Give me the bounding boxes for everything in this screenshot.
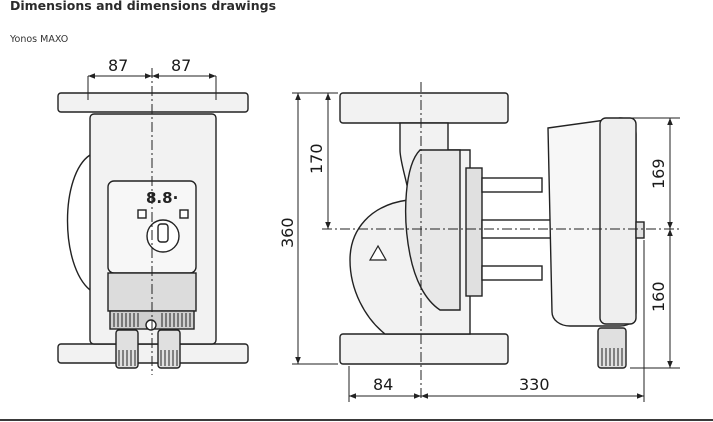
motor-flange — [465, 167, 483, 297]
product-name: Yonos MAXO — [10, 34, 69, 45]
front-bottom-flange — [57, 343, 249, 364]
terminal-teeth — [113, 313, 191, 327]
side-bottom-flange — [339, 333, 509, 365]
front-top-flange — [57, 92, 249, 113]
motor-cover — [599, 117, 637, 325]
bolt-top — [481, 177, 543, 193]
lcd-display: 8.8· — [146, 189, 178, 207]
dim-170: 170 — [307, 143, 326, 174]
cable-gland-icon — [157, 329, 181, 369]
front-width-dimension — [87, 73, 217, 100]
side-top-flange — [339, 92, 509, 124]
dim-330: 330 — [519, 375, 550, 394]
dim-87-right: 87 — [171, 56, 191, 75]
mode-left-icon — [137, 209, 147, 219]
dim-84: 84 — [373, 375, 393, 394]
screw-icon — [145, 319, 157, 331]
bolt-bottom — [481, 265, 543, 281]
front-view — [57, 92, 249, 369]
cable-gland-icon — [597, 327, 627, 369]
bottom-divider — [0, 419, 713, 421]
side-gland-ribs — [601, 348, 623, 366]
dim-87-left: 87 — [108, 56, 128, 75]
dim-169: 169 — [649, 158, 668, 189]
cable-gland-icon — [115, 329, 139, 369]
dim-160: 160 — [649, 281, 668, 312]
front-volute — [66, 154, 91, 291]
side-view — [339, 92, 645, 369]
mode-right-icon — [179, 209, 189, 219]
gland-ribs — [118, 350, 178, 366]
volute — [404, 149, 461, 311]
warning-triangle-icon — [368, 244, 388, 261]
shaft-cap — [635, 221, 645, 239]
knob-pointer — [157, 223, 169, 243]
dim-360: 360 — [278, 217, 297, 248]
page-title: Dimensions and dimensions drawings — [10, 0, 277, 13]
